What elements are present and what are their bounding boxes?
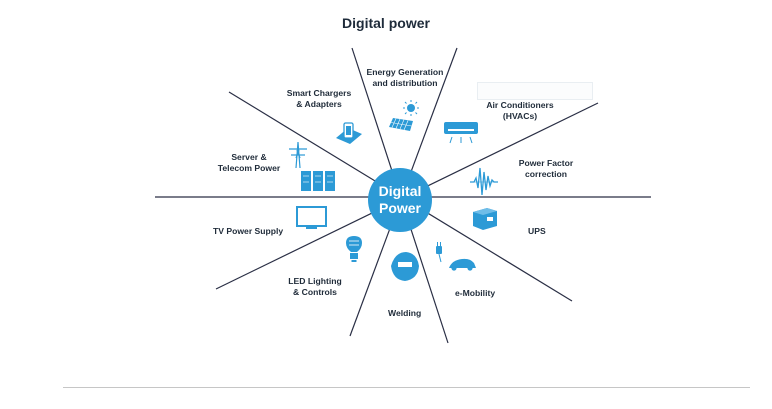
label-energy: Energy Generation and distribution [366,67,444,89]
label-air-line-2: (HVACs) [502,111,538,121]
hub-line-2: Power [378,200,421,216]
label-server-telecom: Server & Telecom Power [216,152,282,174]
label-charger-line-1: Smart Chargers [286,88,352,98]
air-conditioner-icon [444,122,478,144]
label-weld-line-1: Welding [388,308,422,318]
digital-power-hub: Digital Power [368,168,432,232]
label-server-line-2: Telecom Power [217,163,281,173]
welding-mask-icon [391,252,419,281]
label-led-line-2: & Controls [293,287,337,297]
label-server-line-1: Server & [231,152,267,162]
led-bulb-icon [346,236,362,262]
tv-screen-icon [296,206,327,229]
solar-panel-sun-icon [389,100,419,131]
label-ups-line-1: UPS [528,226,546,236]
label-emob-line-1: e-Mobility [455,288,496,298]
label-pfc-line-1: Power Factor [518,158,574,168]
label-power-factor: Power Factor correction [514,158,578,180]
pylon-server-icon [289,141,335,191]
electric-car-plug-icon [436,242,476,271]
label-air-line-1: Air Conditioners [486,100,554,110]
label-energy-line-2: and distribution [372,78,438,88]
label-smart-chargers: Smart Chargers & Adapters [284,88,354,110]
label-tv-line-1: TV Power Supply [213,226,284,236]
label-charger-line-2: & Adapters [296,99,342,109]
label-air-conditioners: Air Conditioners (HVACs) [475,100,565,122]
label-e-mobility: e-Mobility [455,288,495,299]
phone-charger-icon [336,122,362,144]
ups-battery-icon [473,208,497,230]
label-led-line-1: LED Lighting [288,276,342,286]
label-welding: Welding [388,308,421,319]
diagram-title: Digital power [342,15,430,31]
bottom-divider [63,387,750,388]
label-energy-line-1: Energy Generation [366,67,444,77]
faint-overlay-box [477,82,593,100]
label-ups: UPS [528,226,546,237]
hub-line-1: Digital [378,183,422,199]
waveform-icon [470,167,498,196]
label-tv-power: TV Power Supply [213,226,283,237]
label-led-lighting: LED Lighting & Controls [285,276,345,298]
label-pfc-line-2: correction [524,169,568,179]
